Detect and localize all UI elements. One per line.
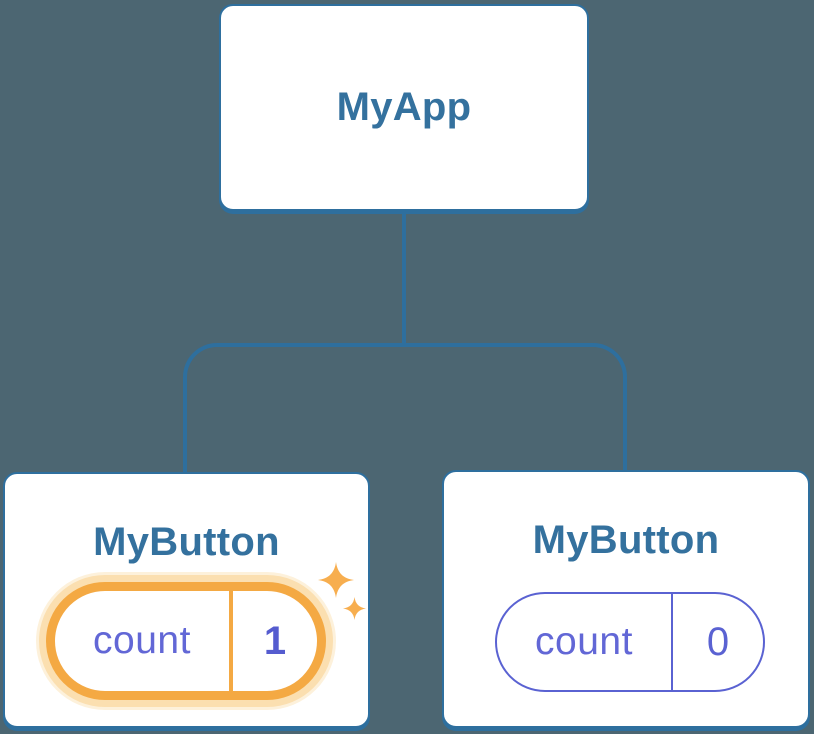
button-node-title: MyButton — [93, 520, 280, 564]
button-node-updated: MyButton count 1 — [3, 472, 370, 728]
pill-divider — [671, 594, 673, 690]
state-value: 0 — [706, 619, 730, 664]
button-node-title: MyButton — [532, 518, 720, 562]
button-node-initial: MyButton count 0 — [442, 470, 810, 728]
sparkle-icon — [318, 562, 354, 598]
pill-divider — [229, 591, 233, 691]
app-node-title: MyApp — [336, 85, 472, 129]
connector-root-stem — [402, 206, 406, 347]
app-node: MyApp — [219, 4, 589, 211]
state-label: count — [535, 620, 633, 663]
state-label: count — [93, 619, 191, 662]
connector-branch — [183, 343, 627, 474]
state-value: 1 — [263, 618, 287, 663]
state-pill: count 0 — [495, 592, 765, 692]
state-pill-highlighted: count 1 — [46, 582, 326, 700]
sparkle-icon — [343, 597, 366, 620]
